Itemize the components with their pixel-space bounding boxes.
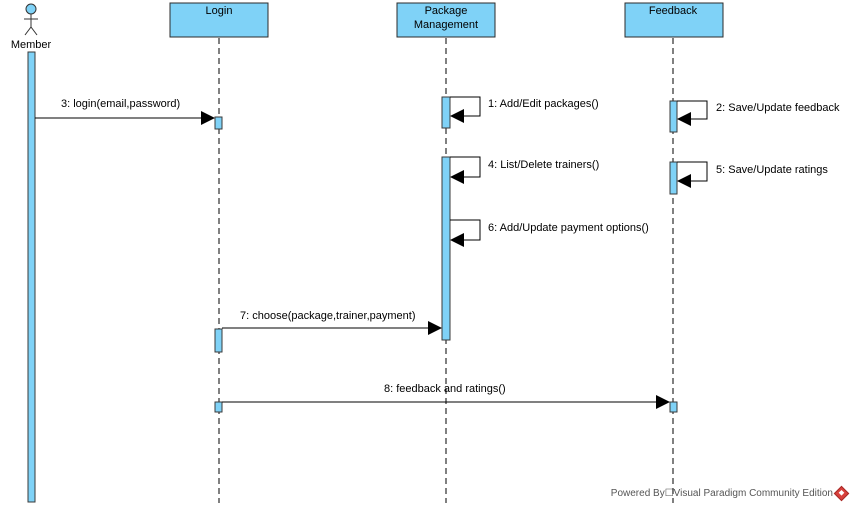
message-line [677,161,708,182]
message-label: 2: Save/Update feedback [716,102,840,114]
activation-package-1 [441,96,451,129]
activation-member [27,51,36,503]
message-4[interactable]: 4: List/Delete trainers() [450,156,599,184]
arrow-head [677,174,691,188]
message-label: 4: List/Delete trainers() [488,159,599,171]
actor-name: Member [11,39,52,51]
message-1[interactable]: 1: Add/Edit packages() [450,96,599,123]
participant-login[interactable]: Login [169,2,269,38]
message-label: 7: choose(package,trainer,payment) [240,310,416,322]
arrow-head [428,321,442,335]
arrow-head [656,395,670,409]
participant-feedback[interactable]: Feedback [624,2,724,38]
arrow-head [677,112,691,126]
participant-box [169,2,269,38]
message-6[interactable]: 6: Add/Update payment options() [450,219,649,247]
message-label: 6: Add/Update payment options() [488,222,649,234]
activation-feedback-2 [669,161,678,195]
participant-name-line-1: Package [425,5,468,17]
participant-box [396,2,496,38]
participant-name: Login [206,5,233,17]
arrow-head [450,170,464,184]
participant-package-management[interactable]: Package Management [396,2,496,38]
message-label: 1: Add/Edit packages() [488,98,599,110]
activation-package-2 [441,156,451,341]
message-label: 5: Save/Update ratings [716,164,828,176]
message-label: 8: feedback and ratings() [384,383,506,395]
actor-member[interactable]: Member [11,3,52,51]
arrow-head [450,109,464,123]
activation-feedback-3 [669,401,678,413]
arrow-head [450,233,464,247]
message-2[interactable]: 2: Save/Update feedback [677,100,840,126]
actor-icon [24,3,38,36]
message-5[interactable]: 5: Save/Update ratings [677,161,828,188]
activation-login-2 [214,328,223,353]
arrow-head [201,111,215,125]
message-7[interactable]: 7: choose(package,trainer,payment) [222,310,442,335]
message-label: 3: login(email,password) [61,98,180,110]
activation-login-1 [214,116,223,130]
participant-box [624,2,724,38]
message-line [677,100,708,120]
participant-name: Feedback [649,5,698,17]
footer-text: Powered By☐Visual Paradigm Community Edi… [610,488,833,499]
message-line [450,156,481,178]
participant-name-line-2: Management [414,19,478,31]
vp-logo-icon [833,485,850,502]
message-3[interactable]: 3: login(email,password) [35,98,215,125]
activation-login-3 [214,401,223,413]
activation-feedback-1 [669,100,678,133]
message-line [450,96,481,117]
powered-by-footer: Powered By☐Visual Paradigm Community Edi… [610,485,850,502]
message-line [450,219,481,241]
message-8[interactable]: 8: feedback and ratings() [222,383,670,409]
